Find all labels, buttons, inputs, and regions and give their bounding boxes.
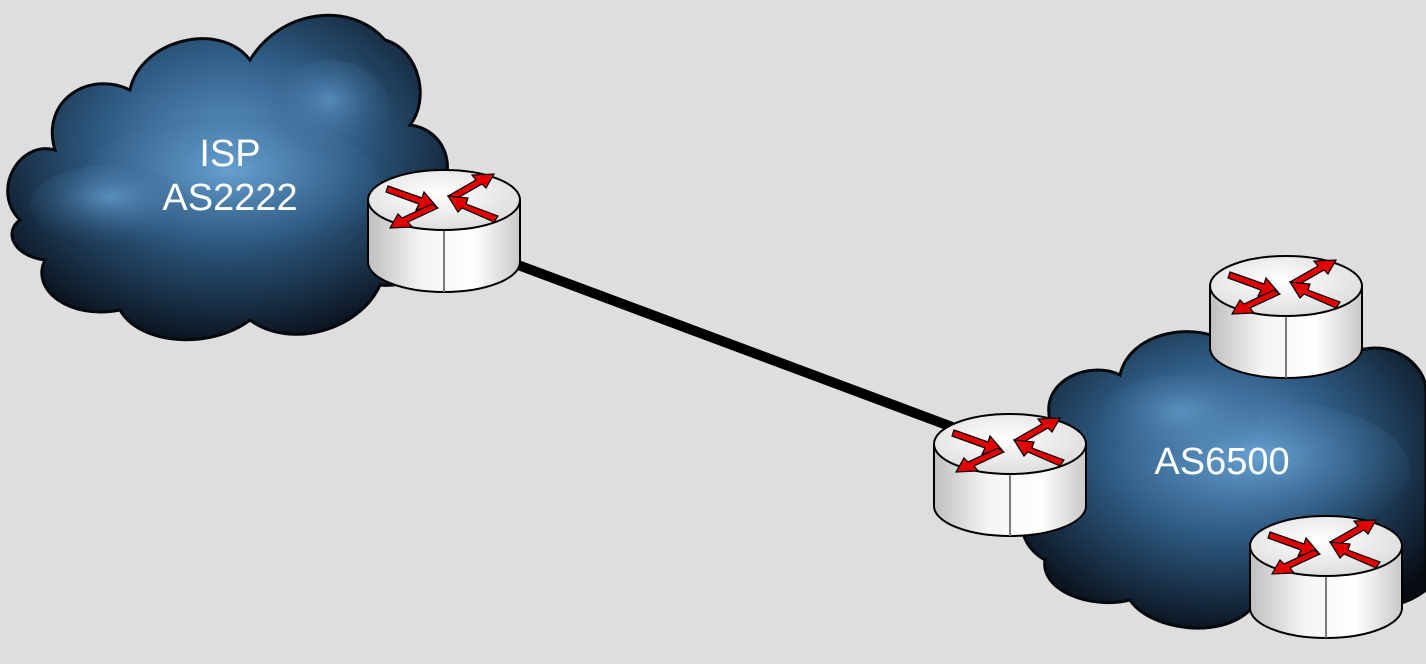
router-icon <box>1209 255 1363 379</box>
link-isp-to-as6500 <box>505 257 960 433</box>
router-icon <box>1249 515 1403 639</box>
router-icon <box>367 169 521 293</box>
isp-as-number: AS2222 <box>162 177 298 219</box>
isp-cloud-label: ISP AS2222 <box>140 132 320 220</box>
router-icon <box>933 413 1087 537</box>
isp-cloud <box>6 13 449 342</box>
as6500-cloud-label: AS6500 <box>1132 440 1312 484</box>
customer-as-number: AS6500 <box>1154 441 1290 483</box>
isp-name: ISP <box>199 133 261 175</box>
